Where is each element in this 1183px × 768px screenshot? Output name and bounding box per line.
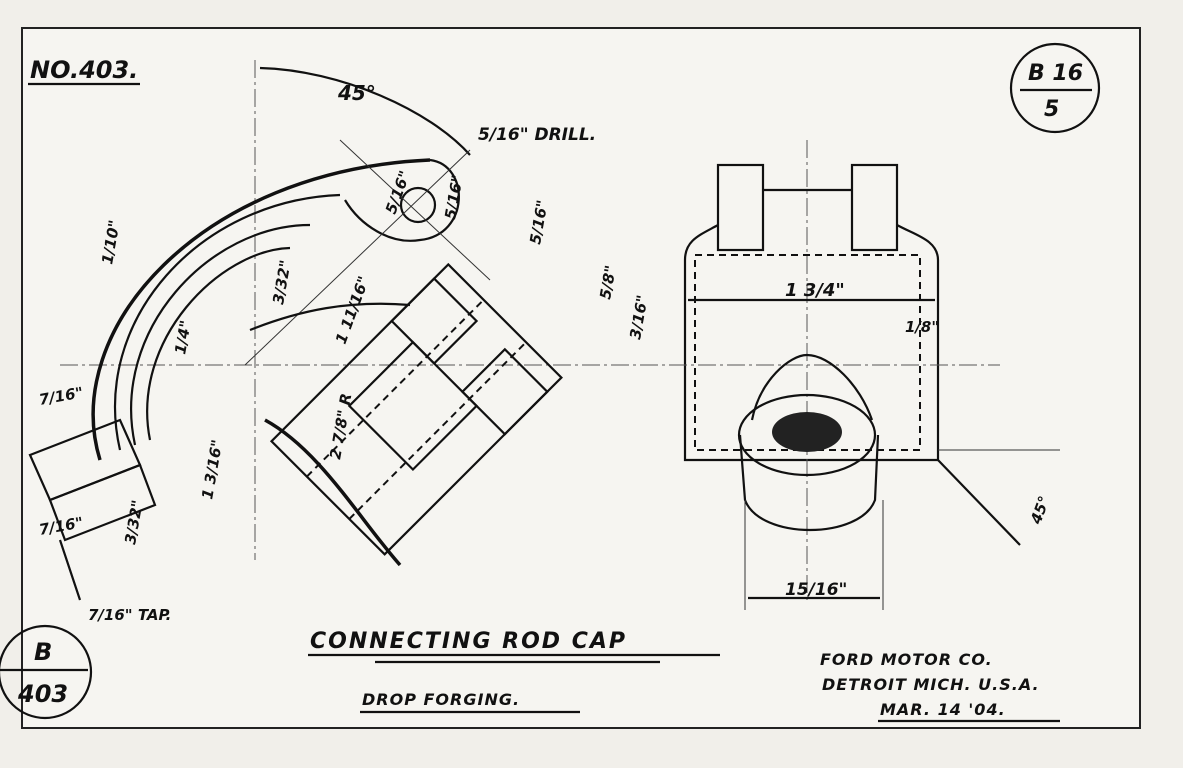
dim-1-3-4: 1 3/4" [785,280,845,301]
sheet-ref-bottom: B 403 [0,624,93,720]
svg-text:403: 403 [17,680,68,708]
dim-15-16: 15/16" [785,580,847,600]
company-name: FORD MOTOR CO. [820,650,993,669]
dim-1-4: 1/4" [171,319,195,356]
drawing-date: MAR. 14 '04. [880,700,1006,719]
drawing-subtitle: DROP FORGING. [362,690,520,709]
drawing-title: CONNECTING ROD CAP [310,629,627,654]
drill-note: 5/16" DRILL. [478,125,596,145]
border-frame [21,27,1141,729]
company-location: DETROIT MICH. U.S.A. [822,675,1040,694]
tapped-hole [772,412,842,452]
sheet-ref-top: B 16 5 [1009,42,1101,134]
tap-note: 7/16" TAP. [88,606,171,624]
angle-top-label: 45° [337,81,376,105]
drill-hole [399,186,437,224]
drawing-number: NO.403. [30,56,138,84]
dim-5-8: 5/8" [596,264,620,301]
svg-text:B: B [34,638,52,666]
dim-1-8: 1/8" [905,318,939,336]
section-hatch [28,418,157,601]
end-view [640,140,1060,610]
svg-text:B 16: B 16 [1028,61,1083,86]
svg-text:5: 5 [1044,97,1059,122]
side-view [28,60,680,601]
